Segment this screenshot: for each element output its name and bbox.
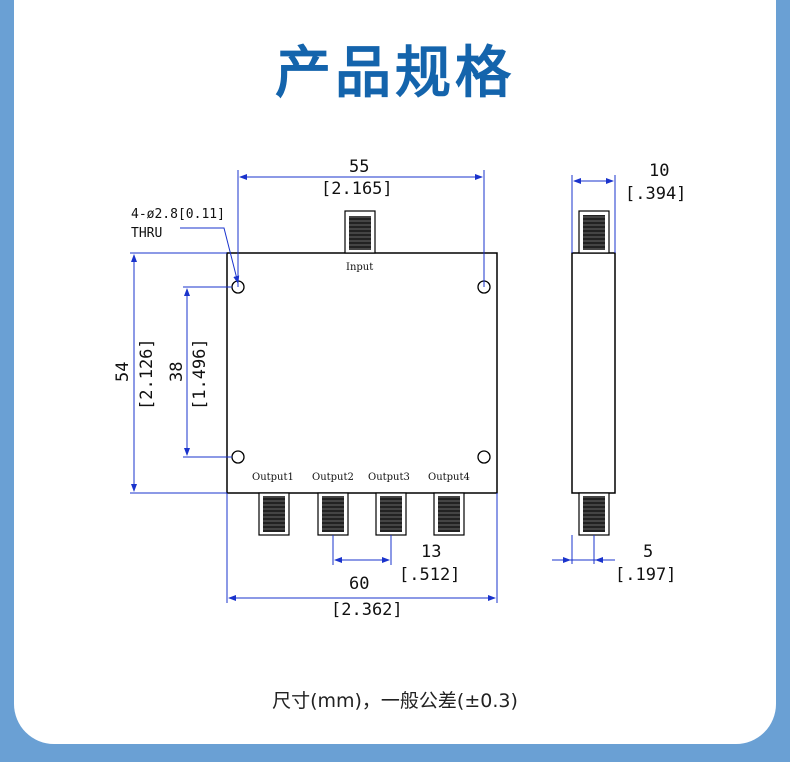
dim-body-width-in: [2.362]: [331, 600, 403, 620]
side-dimension-lines: [552, 175, 616, 564]
splitter-side-body: [571, 252, 616, 494]
dimension-lines: [130, 170, 498, 603]
side-input-connector: [578, 210, 610, 254]
output3-label: Output3: [368, 472, 410, 483]
dim-pitch-mm: 13: [421, 542, 441, 562]
dim-body-width-mm: 60: [349, 574, 369, 594]
dim-connector-offset-in: [.197]: [615, 565, 676, 585]
output2-label: Output2: [312, 472, 354, 483]
mounting-hole: [477, 450, 491, 464]
dim-pitch-in: [.512]: [399, 565, 460, 585]
tolerance-caption: 尺寸(mm)，一般公差(±0.3): [272, 690, 518, 712]
dim-thickness-in: [.394]: [625, 184, 686, 204]
output-connector: [317, 492, 349, 536]
mounting-hole: [231, 450, 245, 464]
page-title: 产品规格: [275, 41, 515, 106]
dim-hole-spacing-mm: 38: [167, 362, 187, 382]
dim-connector-offset-mm: 5: [643, 542, 653, 562]
hole-note-thru: THRU: [131, 226, 162, 241]
splitter-body: [226, 252, 498, 494]
dim-hole-spacing-in: [1.496]: [190, 338, 210, 410]
dim-top-width-in: [2.165]: [321, 179, 393, 199]
output-connector: [433, 492, 465, 536]
output4-label: Output4: [428, 472, 470, 483]
output-connector: [258, 492, 290, 536]
output-connector: [375, 492, 407, 536]
output1-label: Output1: [252, 472, 294, 483]
side-output-connector: [578, 492, 610, 536]
dim-thickness-mm: 10: [649, 161, 669, 181]
input-connector: [344, 210, 376, 254]
dim-height-mm: 54: [113, 362, 133, 382]
dim-top-width-mm: 55: [349, 157, 369, 177]
input-label: Input: [346, 262, 373, 273]
dim-height-in: [2.126]: [137, 338, 157, 410]
hole-note: 4-ø2.8[0.11]: [131, 207, 225, 222]
